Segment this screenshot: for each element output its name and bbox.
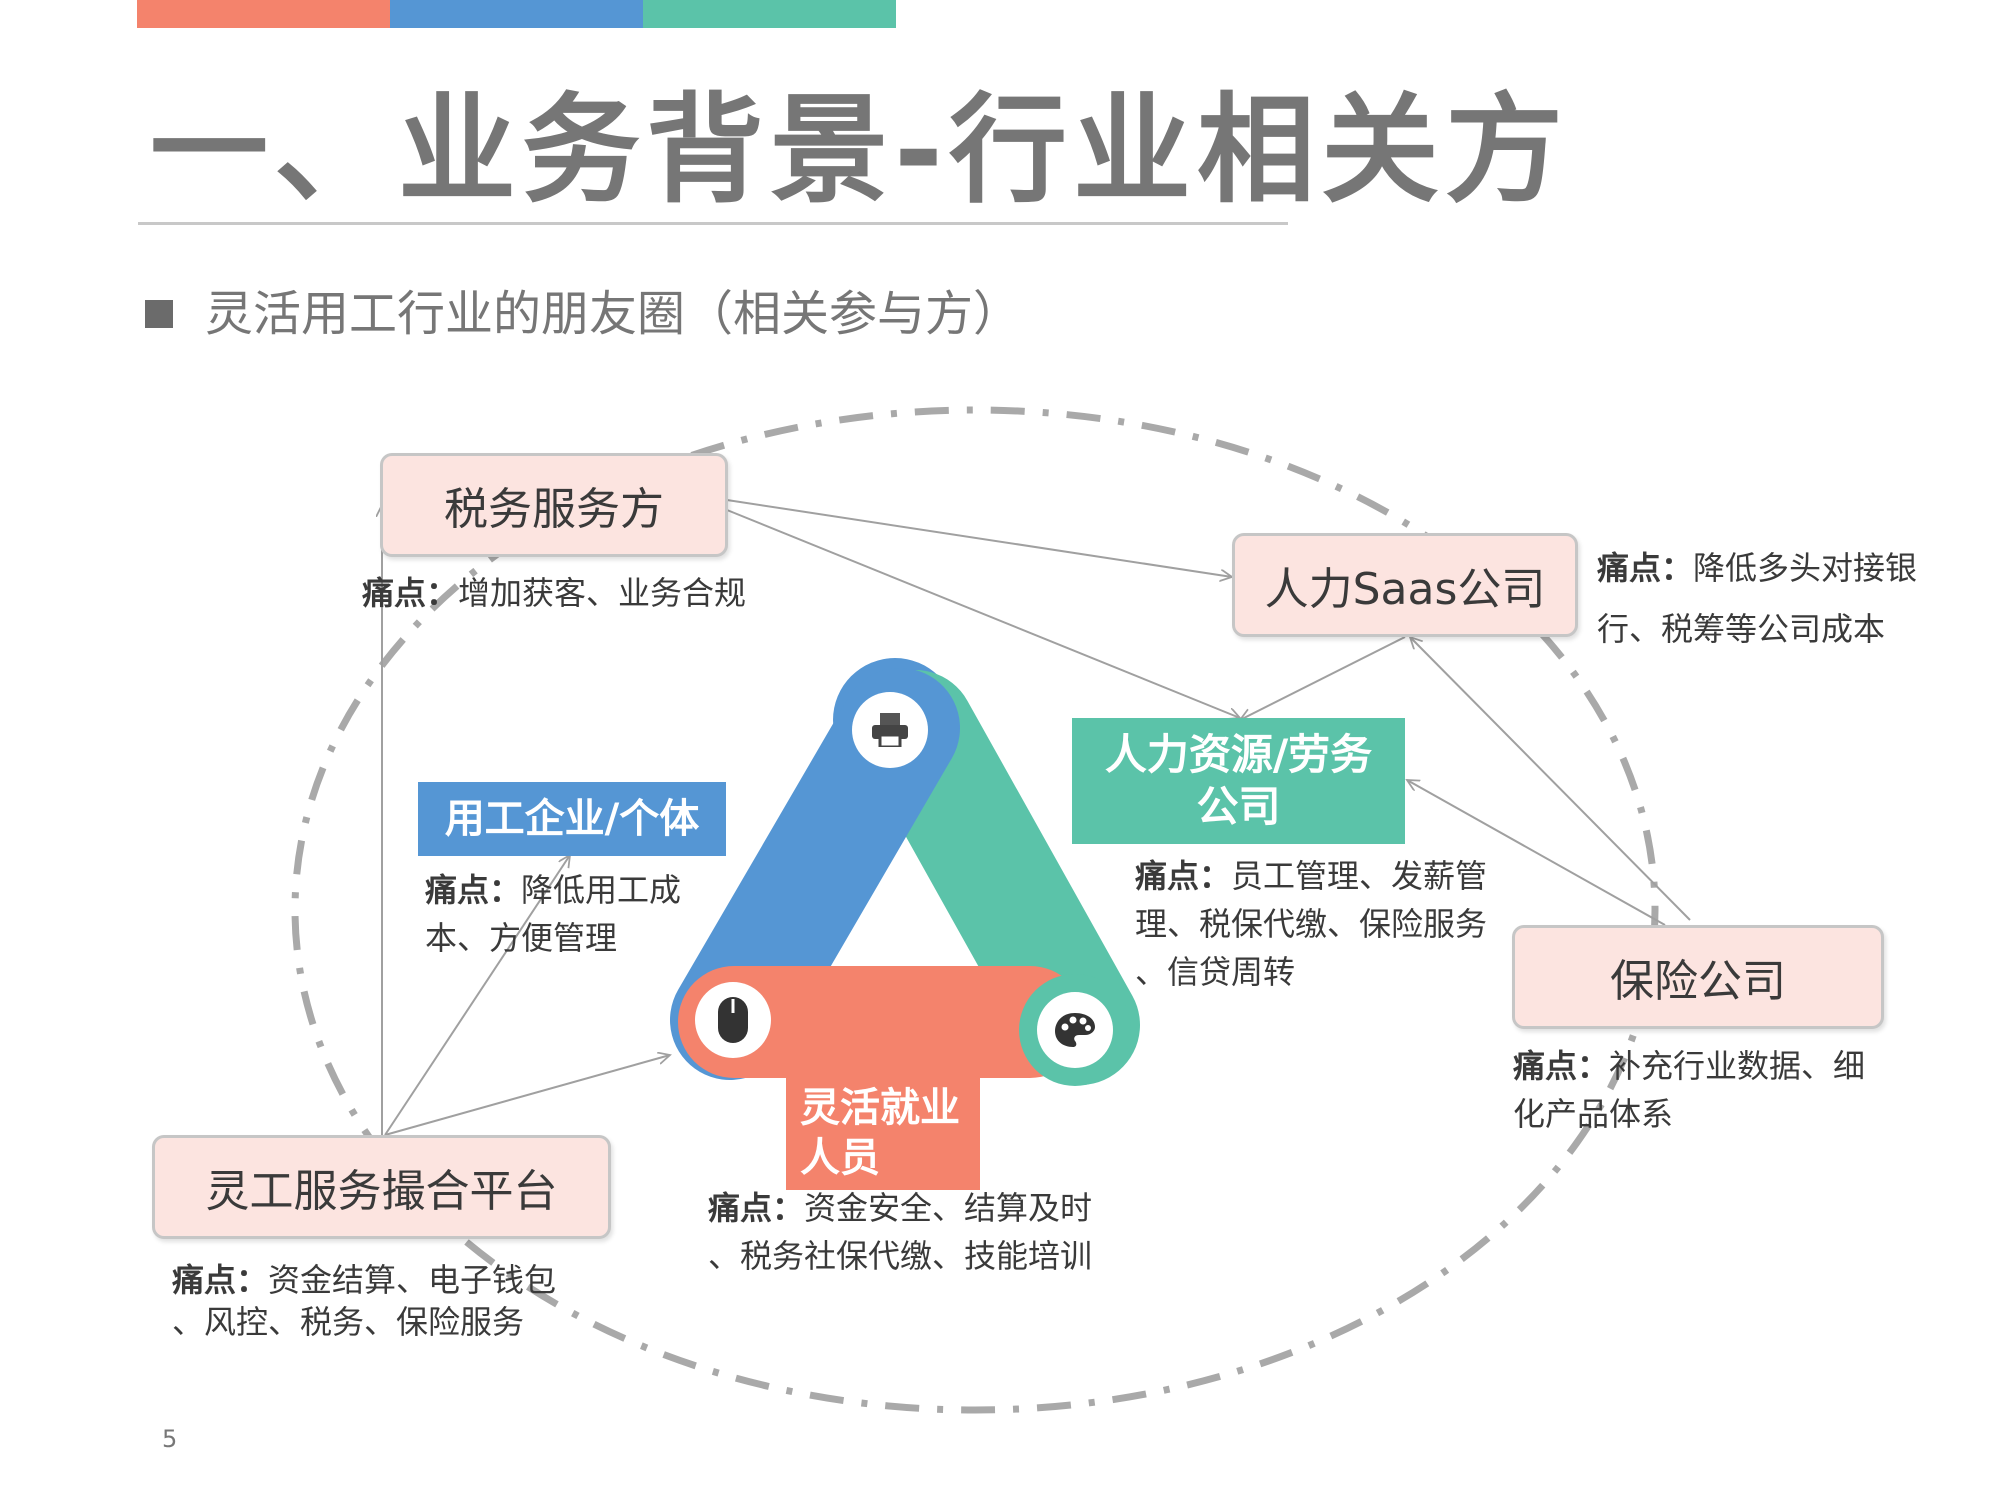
printer-icon — [872, 713, 908, 747]
hr-saas-pain-line2: 行、税筹等公司成本 — [1597, 609, 1886, 648]
top-bar-green — [643, 0, 896, 28]
arrow-tax-to-hragency — [726, 509, 1240, 718]
employer-pain: 痛点：降低用工成 本、方便管理 — [425, 866, 681, 962]
platform-box: 灵工服务撮合平台 — [152, 1135, 611, 1239]
platform-pain: 痛点：资金结算、电子钱包 、风控、税务、保险服务 — [172, 1260, 556, 1343]
arrow-platform-to-worker — [384, 1055, 670, 1136]
palette-icon-circle — [1037, 992, 1113, 1068]
ecosystem-ring — [291, 406, 1659, 1414]
page-title: 一、业务背景-行业相关方 — [150, 81, 1569, 219]
worker-label-line2: 人员 — [800, 1135, 880, 1181]
hr-saas-box: 人力Saas公司 — [1232, 533, 1578, 637]
hr-agency-label-line2: 公司 — [1196, 782, 1281, 831]
pain-label: 痛点： — [172, 1261, 269, 1299]
employer-pain-line2: 本、方便管理 — [425, 919, 618, 957]
worker-label-line1: 灵活就业 — [800, 1085, 960, 1131]
tax-service-pain-text: 增加获客、业务合规 — [458, 574, 747, 612]
hr-agency-pain-line3: 、信贷周转 — [1135, 953, 1296, 991]
insurance-box: 保险公司 — [1512, 925, 1884, 1029]
pain-label: 痛点： — [708, 1189, 805, 1227]
insurance-pain-line2: 化产品体系 — [1513, 1095, 1674, 1133]
mouse-icon-circle — [695, 982, 771, 1058]
pain-label: 痛点： — [362, 574, 459, 612]
insurance-pain: 痛点：补充行业数据、细 化产品体系 — [1513, 1042, 1865, 1138]
pain-label: 痛点： — [1513, 1047, 1610, 1085]
hr-agency-pain-line2: 理、税保代缴、保险服务 — [1135, 905, 1488, 943]
platform-label: 灵工服务撮合平台 — [205, 1166, 558, 1217]
top-bar-salmon — [137, 0, 390, 28]
arrow-insurance-to-hragency — [1407, 780, 1666, 926]
hr-agency-box: 人力资源/劳务 公司 — [1072, 718, 1405, 844]
title-divider — [138, 222, 1288, 225]
worker-pain-line2: 、税务社保代缴、技能培训 — [708, 1237, 1093, 1275]
hr-saas-pain-line1: 降低多头对接银 — [1693, 549, 1918, 587]
arrow-tax-to-hrsaas — [726, 499, 1232, 577]
palette-icon — [1055, 1013, 1095, 1047]
arrow-insurance-to-hrsaas — [1410, 637, 1691, 921]
employer-box: 用工企业/个体 — [418, 782, 726, 856]
employer-pain-line1: 降低用工成 — [521, 871, 682, 909]
arrow-platform-to-employer — [384, 855, 570, 1136]
hr-agency-pain-line1: 员工管理、发薪管 — [1231, 857, 1488, 895]
hr-saas-label: 人力Saas公司 — [1264, 564, 1546, 615]
tax-service-box: 税务服务方 — [380, 453, 728, 557]
section-subtitle: 灵活用工行业的朋友圈（相关参与方） — [205, 286, 1022, 342]
page-number: 5 — [162, 1425, 178, 1453]
worker-box: 灵活就业 人员 — [786, 1076, 980, 1190]
bullet-square-icon — [145, 300, 173, 328]
hr-agency-pain: 痛点：员工管理、发薪管 理、税保代缴、保险服务 、信贷周转 — [1135, 852, 1487, 996]
arrow-hrsaas-to-hragency — [1240, 636, 1406, 720]
worker-pain-line1: 资金安全、结算及时 — [804, 1189, 1093, 1227]
tax-service-pain: 痛点：增加获客、业务合规 — [362, 569, 746, 617]
worker-pain: 痛点：资金安全、结算及时 、税务社保代缴、技能培训 — [708, 1184, 1092, 1280]
top-bar-blue — [390, 0, 643, 28]
insurance-label: 保险公司 — [1610, 956, 1786, 1007]
pain-label: 痛点： — [1597, 549, 1694, 587]
hr-saas-pain: 痛点：降低多头对接银 行、税筹等公司成本 — [1597, 538, 1917, 660]
employer-label: 用工企业/个体 — [444, 796, 700, 842]
tax-service-label: 税务服务方 — [444, 484, 664, 535]
insurance-pain-line1: 补充行业数据、细 — [1609, 1047, 1866, 1085]
printer-icon-circle — [852, 692, 928, 768]
hr-agency-label-line1: 人力资源/劳务 — [1104, 729, 1373, 779]
pain-label: 痛点： — [1135, 857, 1232, 895]
platform-pain-line1: 资金结算、电子钱包 — [268, 1261, 557, 1299]
platform-pain-line2: 、风控、税务、保险服务 — [172, 1302, 525, 1341]
mouse-icon — [718, 997, 748, 1043]
pain-label: 痛点： — [425, 871, 522, 909]
